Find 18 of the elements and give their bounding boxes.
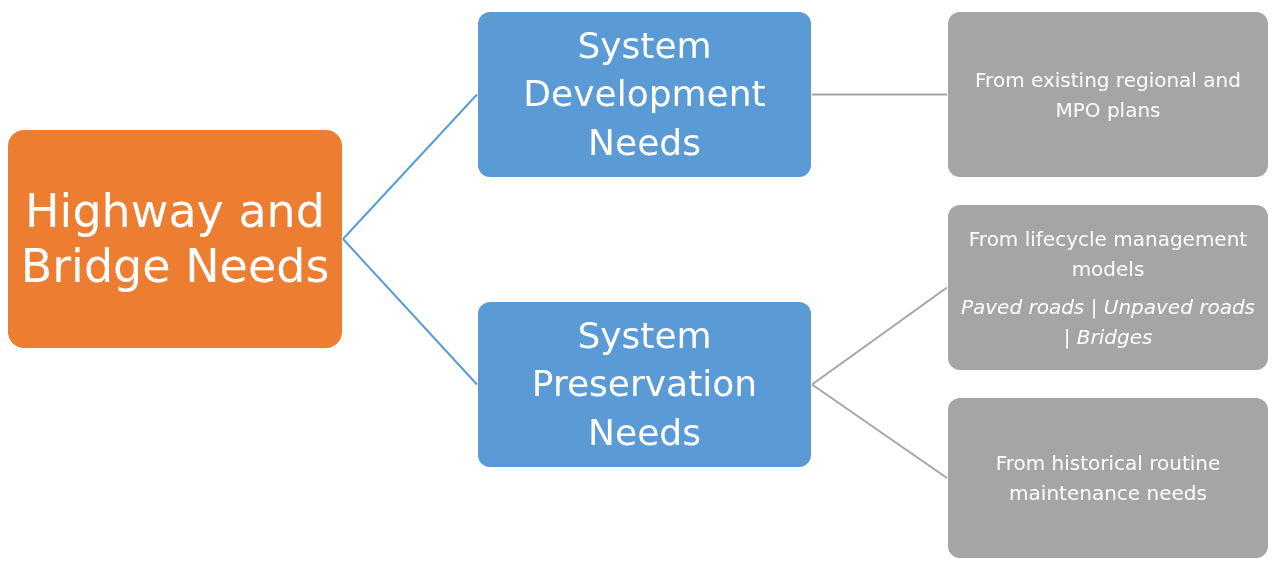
- source-box: [948, 205, 1268, 370]
- box-title: From existing regional and MPO plans: [974, 66, 1242, 124]
- box-title: System Preservation Needs: [530, 313, 759, 455]
- box-title: System Development Needs: [522, 23, 767, 165]
- box-title: Highway and Bridge Needs: [19, 183, 331, 295]
- box-title: From lifecycle management models: [967, 225, 1249, 283]
- connector-line: [811, 93, 948, 96]
- topic-box: [8, 130, 342, 348]
- connector-line: [342, 238, 478, 386]
- source-box: [948, 398, 1268, 558]
- source-box: [948, 12, 1268, 177]
- connector-line: [342, 93, 478, 240]
- connector-line: [811, 286, 948, 386]
- box-subtitle: Paved roads | Unpaved roads | Bridges: [959, 293, 1257, 351]
- connector-line: [811, 383, 948, 479]
- category-box: [478, 302, 811, 467]
- category-box: [478, 12, 811, 177]
- box-title: From historical routine maintenance needs: [994, 450, 1222, 507]
